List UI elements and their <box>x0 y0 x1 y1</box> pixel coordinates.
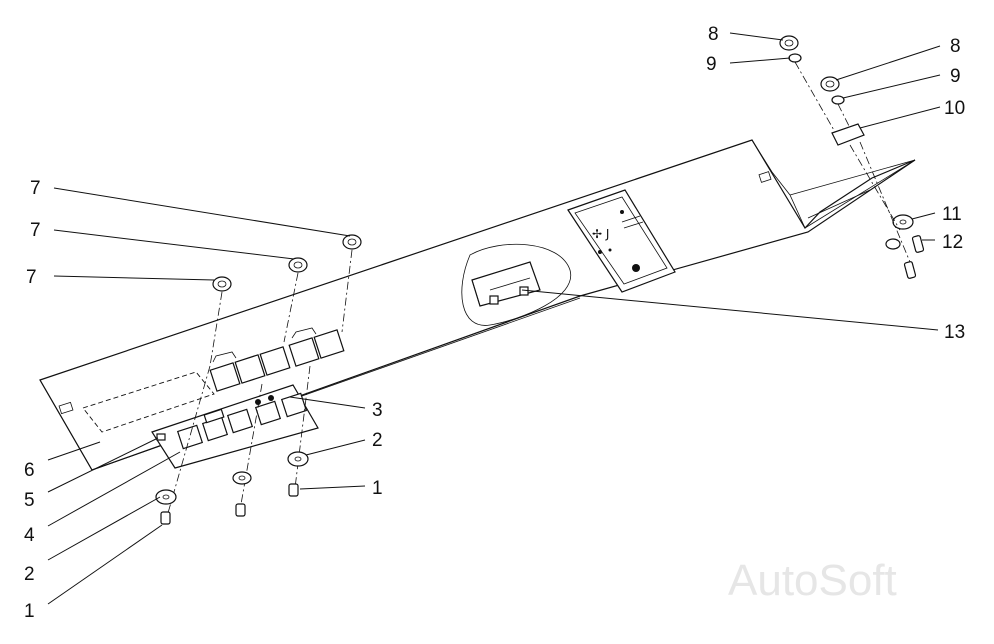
detail-13-callout-circle <box>461 243 572 326</box>
callout-7-middle: 7 <box>30 220 41 241</box>
callout-4: 4 <box>24 525 35 546</box>
callout-labels: 8 9 8 9 10 11 12 13 7 7 7 3 2 1 6 5 4 2 … <box>24 24 965 622</box>
callout-8-top: 8 <box>708 24 719 45</box>
washers-and-bolts <box>155 451 309 525</box>
dashboard-panel <box>39 139 916 471</box>
callout-7-bottom: 7 <box>26 267 37 288</box>
callout-9-top: 9 <box>706 54 717 75</box>
callout-2-left: 2 <box>24 564 35 585</box>
callout-3: 3 <box>372 400 383 421</box>
svg-text:✢ J: ✢ J <box>592 227 609 241</box>
callout-6: 6 <box>24 460 35 481</box>
callout-7-top: 7 <box>30 178 41 199</box>
right-fasteners <box>779 35 925 279</box>
callout-2-right: 2 <box>372 430 383 451</box>
nut-7-set <box>165 234 362 521</box>
callout-11: 11 <box>942 204 962 225</box>
callout-13: 13 <box>944 322 965 343</box>
rocker-switches <box>209 327 345 392</box>
callout-8-right: 8 <box>950 36 961 57</box>
control-module: ✢ J <box>567 189 676 293</box>
switch-panel <box>151 384 319 469</box>
leader-lines <box>47 32 941 605</box>
callout-9-right: 9 <box>950 66 961 87</box>
watermark-autosoft: AutoSoft <box>728 556 897 605</box>
callout-1-right: 1 <box>372 478 383 499</box>
callout-1-left: 1 <box>24 601 35 622</box>
callout-12: 12 <box>942 232 963 253</box>
callout-10: 10 <box>944 98 965 119</box>
callout-5: 5 <box>24 490 35 511</box>
